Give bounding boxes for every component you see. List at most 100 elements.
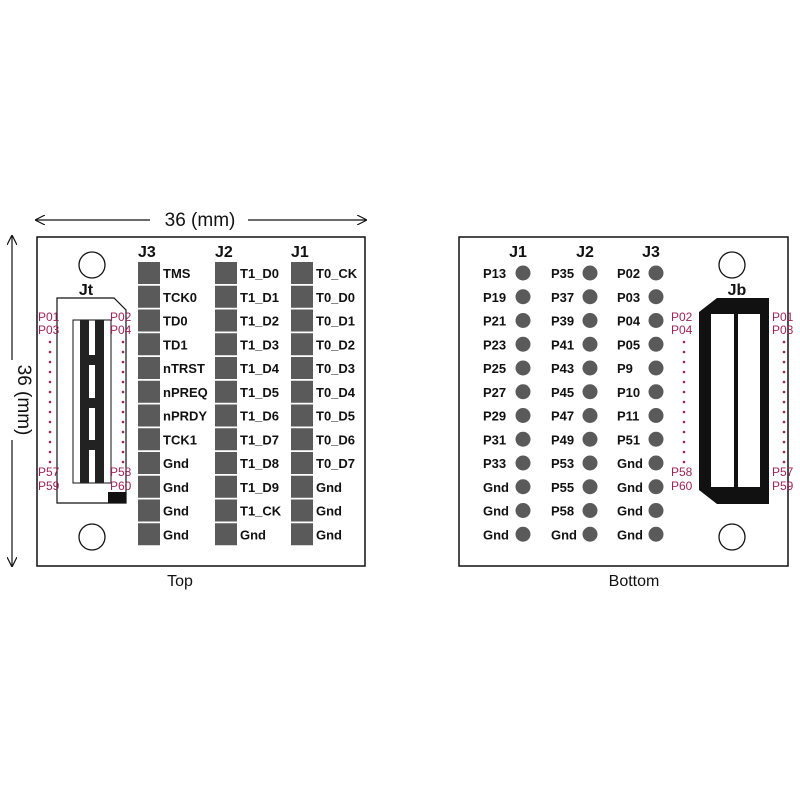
- top-connector-tab: [86, 440, 98, 450]
- bottom-caption: Bottom: [609, 573, 660, 590]
- bottom-j3-pin-label: P10: [617, 385, 640, 400]
- bottom-j2-pin-label: P55: [551, 480, 574, 495]
- bottom-j2-pin-label: P41: [551, 337, 574, 352]
- width-label: 36 (mm): [165, 210, 236, 231]
- top-j2-pin-label: T1_D2: [240, 314, 279, 329]
- top-j3-pin-label: TCK1: [163, 432, 197, 447]
- bottom-j2-pad: [582, 479, 598, 495]
- pin-dot: [682, 360, 686, 364]
- top-header-j3-label: J3: [138, 244, 156, 261]
- pin-dot: [121, 380, 125, 384]
- pin-dot: [121, 450, 125, 454]
- top-j2-pad: [215, 380, 237, 403]
- bottom-j3-pad: [648, 336, 664, 352]
- top-j1-pin-label: T0_D3: [316, 361, 355, 376]
- pin-dot: [48, 410, 52, 414]
- top-j2-pad: [215, 357, 237, 379]
- bottom-pin-dots-left: [682, 340, 686, 464]
- bottom-header-j3-label: J3: [642, 244, 660, 261]
- bottom-j3-pad: [648, 455, 664, 471]
- top-pin-label-p59: P59: [38, 479, 60, 493]
- bottom-j2-pad: [582, 431, 598, 447]
- bottom-j1-pin-label: Gnd: [483, 504, 509, 519]
- top-j2-pin-label: T1_D5: [240, 385, 279, 400]
- bottom-j2-pad: [582, 289, 598, 305]
- top-j3-pad: [138, 333, 160, 356]
- bottom-j2-pad: [582, 408, 598, 423]
- pin-dot: [682, 460, 686, 464]
- pin-dot: [121, 460, 125, 464]
- bottom-j3-pin-label: P51: [617, 432, 640, 447]
- top-connector-rail-right: [95, 320, 104, 483]
- bottom-j3-pin-label: P05: [617, 337, 640, 352]
- pin-dot: [682, 340, 686, 344]
- top-connector-rail-left: [80, 320, 89, 483]
- pin-dot: [121, 430, 125, 434]
- pin-dot: [782, 360, 786, 364]
- bottom-j2-pad: [582, 384, 598, 400]
- top-connector-tab: [86, 398, 98, 408]
- top-pin-label-p02: P02: [110, 310, 132, 324]
- top-j2-pad: [215, 523, 237, 546]
- bottom-j1-pin-label: P23: [483, 337, 506, 352]
- bottom-j2-pad: [582, 455, 598, 471]
- pin-dot: [121, 410, 125, 414]
- pin-dot: [782, 370, 786, 374]
- pin-dot: [121, 360, 125, 364]
- top-mounting-hole-top: [78, 251, 106, 279]
- bottom-j3-pin-label: Gnd: [617, 504, 643, 519]
- top-j1-pad: [291, 309, 313, 332]
- bottom-j3-pad: [648, 408, 664, 423]
- top-j2-pad: [215, 475, 237, 498]
- top-j2-pad: [215, 262, 237, 284]
- top-pin-label-p57: P57: [38, 465, 60, 479]
- top-j3-pin-label: nPREQ: [163, 385, 208, 400]
- top-j1-pad: [291, 333, 313, 356]
- bottom-j1-pad: [515, 479, 531, 495]
- top-j2-pad: [215, 285, 237, 308]
- bottom-pin-label-p01: P01: [772, 310, 794, 324]
- bottom-j3-pad: [648, 479, 664, 495]
- top-j3-pad: [138, 404, 160, 427]
- top-j1-pad: [291, 380, 313, 403]
- bottom-mounting-hole-top: [718, 251, 746, 279]
- top-j2-pad: [215, 404, 237, 427]
- top-j1-pad: [291, 523, 313, 546]
- top-caption: Top: [167, 573, 193, 590]
- bottom-j2-pin-label: P58: [551, 504, 574, 519]
- top-j2-pin-label: T1_D4: [240, 361, 280, 376]
- top-j3-pin-label: Gnd: [163, 456, 189, 471]
- pin-dot: [782, 450, 786, 454]
- pin-dot: [782, 390, 786, 394]
- bottom-j3-pad: [648, 265, 664, 281]
- top-j1-pin-label: T0_D7: [316, 456, 355, 471]
- bottom-connector-jb: Jb P02 P04 P01 P03 P58 P60 P57 P59: [671, 282, 794, 504]
- top-j2-pad: [215, 452, 237, 474]
- top-header-j2-label: J2: [215, 244, 233, 261]
- bottom-j2-pin-label: P49: [551, 432, 574, 447]
- top-j3-pad: [138, 262, 160, 284]
- top-j1-pad: [291, 285, 313, 308]
- top-j1-pin-label: Gnd: [316, 527, 342, 542]
- top-j1-pad: [291, 404, 313, 427]
- top-j1-pin-label: T0_D0: [316, 290, 355, 305]
- top-pin-dots-right: [121, 340, 125, 464]
- bottom-j1-pad: [515, 384, 531, 400]
- top-j3-pin-label: Gnd: [163, 504, 189, 519]
- pin-dot: [682, 430, 686, 434]
- top-j1-pad: [291, 452, 313, 474]
- pin-dot: [48, 390, 52, 394]
- top-j3-pad: [138, 380, 160, 403]
- top-j3-pad: [138, 357, 160, 379]
- top-pin-label-p03: P03: [38, 323, 60, 337]
- bottom-j3-pin-label: Gnd: [617, 480, 643, 495]
- pin-dot: [782, 350, 786, 354]
- top-j3-pad: [138, 475, 160, 498]
- bottom-j1-pad: [515, 313, 531, 328]
- bottom-j1-pin-label: Gnd: [483, 480, 509, 495]
- bottom-j3-pad: [648, 526, 664, 542]
- top-j3-pin-label: nTRST: [163, 361, 205, 376]
- top-j1-pin-label: Gnd: [316, 504, 342, 519]
- top-j3-pad: [138, 452, 160, 474]
- top-j2-pin-label: T1_D7: [240, 432, 279, 447]
